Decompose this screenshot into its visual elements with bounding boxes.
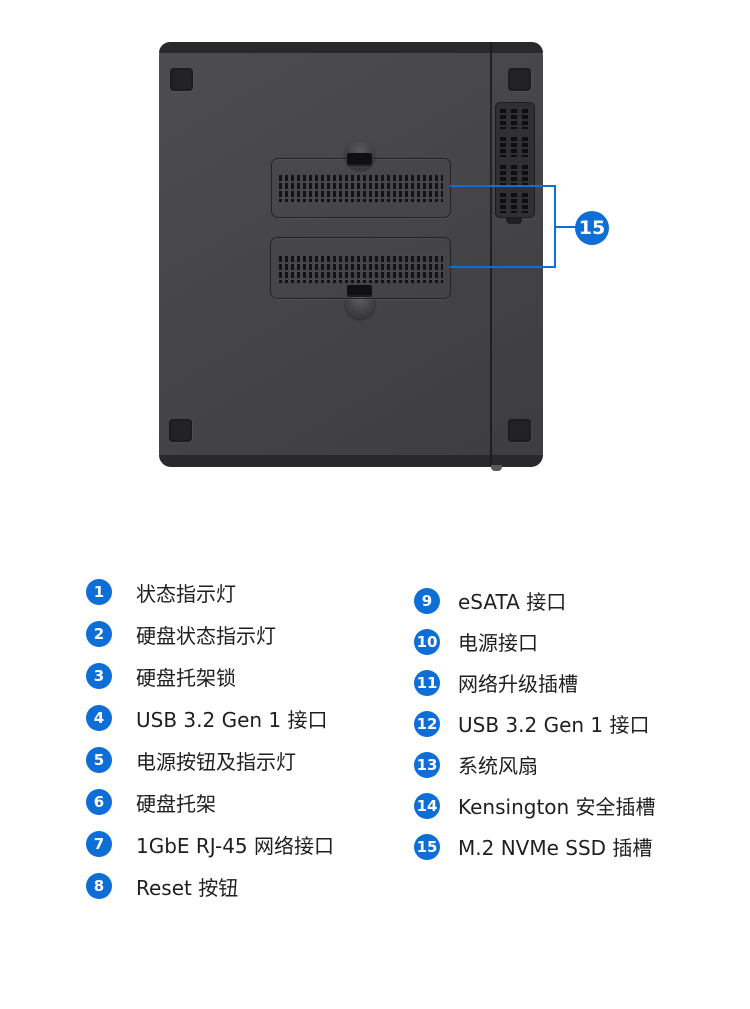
legend-item-9: 9 eSATA 接口 (414, 580, 656, 621)
m2-slot-vents (279, 254, 443, 283)
legend-number-badge: 13 (414, 751, 440, 778)
legend-item-13: 13 系统风扇 (414, 744, 656, 785)
legend-item-2: 2 硬盘状态指示灯 (86, 613, 334, 655)
vent-group (500, 191, 530, 213)
callout-line-bottom (450, 266, 556, 268)
callout-line-vertical (554, 185, 556, 268)
callout-line-connector (556, 226, 576, 228)
callout-line-top (450, 185, 556, 187)
legend-number-badge: 14 (414, 792, 440, 819)
legend-number-badge: 5 (86, 747, 112, 773)
legend-item-label: 电源按钮及指示灯 (136, 749, 296, 774)
legend-item-label: 硬盘托架 (136, 791, 216, 816)
legend-item-11: 11 网络升级插槽 (414, 662, 656, 703)
nas-bottom-view (159, 42, 543, 471)
legend-item-5: 5 电源按钮及指示灯 (86, 739, 334, 781)
rubber-foot (169, 419, 192, 442)
m2-slot-vents (279, 173, 443, 202)
legend-item-label: 网络升级插槽 (458, 672, 578, 696)
legend-number-badge: 15 (414, 833, 440, 860)
legend-number-badge: 2 (86, 621, 112, 647)
rubber-foot (508, 68, 531, 91)
legend-item-label: 系统风扇 (458, 754, 538, 778)
legend-item-7: 7 1GbE RJ-45 网络接口 (86, 823, 334, 865)
legend-item-label: 硬盘托架锁 (136, 665, 236, 690)
legend-number-badge: 1 (86, 579, 112, 605)
device-bottom-edge (159, 455, 543, 467)
legend-number-badge: 6 (86, 789, 112, 815)
side-vent-grille (495, 102, 535, 218)
legend-item-label: USB 3.2 Gen 1 接口 (136, 707, 328, 732)
device-top-edge (159, 42, 543, 53)
legend-item-label: Kensington 安全插槽 (458, 795, 656, 819)
side-vent-latch-tab (506, 218, 522, 224)
m2-ssd-slot-cover-2 (270, 237, 451, 299)
legend-number-badge: 12 (414, 710, 440, 737)
legend-item-6: 6 硬盘托架 (86, 781, 334, 823)
legend-number-badge: 3 (86, 663, 112, 689)
latch-tab (347, 153, 372, 166)
legend-number-badge: 4 (86, 705, 112, 731)
legend-item-8: 8 Reset 按钮 (86, 865, 334, 907)
rubber-foot (508, 419, 531, 442)
legend-item-label: 1GbE RJ-45 网络接口 (136, 833, 335, 858)
legend-item-label: 状态指示灯 (136, 581, 236, 606)
legend-item-3: 3 硬盘托架锁 (86, 655, 334, 697)
legend-number-badge: 8 (86, 873, 112, 899)
legend-item-12: 12 USB 3.2 Gen 1 接口 (414, 703, 656, 744)
legend-left-column: 1 状态指示灯 2 硬盘状态指示灯 3 硬盘托架锁 4 USB 3.2 Gen … (86, 571, 334, 907)
legend-item-1: 1 状态指示灯 (86, 571, 334, 613)
side-panel-divider (490, 42, 492, 467)
legend-item-label: USB 3.2 Gen 1 接口 (458, 713, 650, 737)
legend-right-column: 9 eSATA 接口 10 电源接口 11 网络升级插槽 12 USB 3.2 … (414, 580, 656, 867)
legend-item-15: 15 M.2 NVMe SSD 插槽 (414, 826, 656, 867)
vent-group (500, 163, 530, 185)
legend-item-14: 14 Kensington 安全插槽 (414, 785, 656, 826)
rubber-foot (170, 68, 193, 91)
legend-number-badge: 11 (414, 669, 440, 696)
legend-number-badge: 10 (414, 628, 440, 655)
bottom-edge-nub (491, 465, 502, 471)
vent-group (500, 135, 530, 157)
latch-tab (347, 285, 372, 297)
vent-group (500, 107, 530, 129)
legend-number-badge: 7 (86, 831, 112, 857)
m2-ssd-slot-cover-1 (271, 158, 451, 218)
callout-badge-15: 15 (575, 211, 609, 245)
legend-item-label: 硬盘状态指示灯 (136, 623, 276, 648)
legend-item-label: M.2 NVMe SSD 插槽 (458, 836, 653, 860)
legend-item-label: eSATA 接口 (458, 590, 567, 614)
legend-item-4: 4 USB 3.2 Gen 1 接口 (86, 697, 334, 739)
legend-item-label: 电源接口 (458, 631, 538, 655)
legend-number-badge: 9 (414, 587, 440, 614)
legend-item-10: 10 电源接口 (414, 621, 656, 662)
legend-item-label: Reset 按钮 (136, 875, 239, 900)
